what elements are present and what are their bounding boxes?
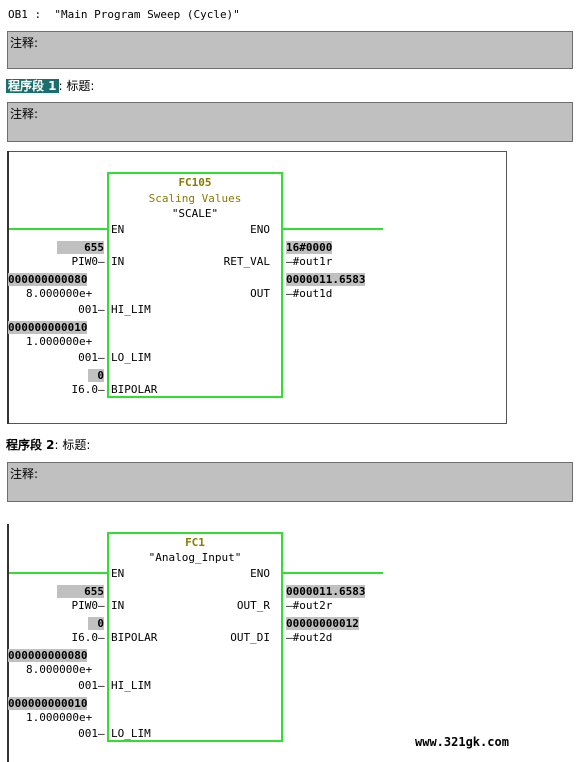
network-2-comment-box[interactable]: 注释: [7,462,573,502]
en-wire [9,572,109,574]
watermark: www.321gk.com [415,735,509,749]
pin-hi-lim: HI_LIM [111,679,151,692]
fc105-number: FC105 [178,176,212,189]
in-value: 655 [57,585,104,598]
pin-ret-val: RET_VAL [223,255,270,268]
comment-label: 注释: [10,107,39,121]
pin-in: IN [111,599,125,612]
power-rail [7,524,9,762]
pin-out-r: OUT_R [236,599,270,612]
ret-val-value: 16#0000 [286,241,333,254]
lo-lim-value: 000000000010 [8,697,88,710]
block-header: OB1 : "Main Program Sweep (Cycle)" [8,8,240,21]
hi-lim-value: 000000000080 [8,649,88,662]
eno-wire [282,228,383,230]
out-operand: #out1d [292,287,333,300]
eno-wire [282,572,383,574]
fc105-block[interactable] [107,172,283,398]
pin-out-di: OUT_DI [230,631,270,644]
hi-lim-value: 000000000080 [8,273,88,286]
pin-hi-lim: HI_LIM [111,303,151,316]
pin-in: IN [111,255,125,268]
fc105-symbol: "SCALE" [171,207,219,220]
hi-lim-operand: 8.000000e+ [26,287,93,300]
hi-lim-operand: 8.000000e+ [26,663,93,676]
out-value: 0000011.6583 [286,273,366,286]
en-wire [9,228,109,230]
fc1-symbol: "Analog_Input" [148,551,242,564]
lo-lim-operand: 1.000000e+ [26,335,93,348]
pin-bipolar: BIPOLAR [111,631,158,644]
ret-val-operand: #out1r [292,255,333,268]
out-di-value: 00000000012 [286,617,359,630]
pin-bipolar: BIPOLAR [111,383,158,396]
pin-en: EN [111,567,125,580]
fc1-block[interactable] [107,532,283,742]
network-1-comment-box[interactable]: 注释: [7,102,573,142]
comment-label: 注释: [10,467,39,481]
hi-lim-exponent: 001 [78,679,98,692]
fc1-number: FC1 [185,536,205,549]
bipolar-operand: I6.0 [71,631,99,644]
lo-lim-exponent: 001 [78,351,98,364]
network-1-label: 程序段 1 [6,79,59,93]
network-2-title-label: : 标题: [54,438,91,452]
bipolar-value: 0 [88,617,104,630]
power-rail [7,151,9,424]
pin-lo-lim: LO_LIM [111,351,151,364]
block-comment-box[interactable]: 注释: [7,31,573,69]
in-operand: PIW0 [71,599,99,612]
in-operand: PIW0 [71,255,99,268]
network-2-header[interactable]: 程序段 2: 标题: [6,438,90,452]
pin-eno: ENO [250,223,270,236]
lo-lim-operand: 1.000000e+ [26,711,93,724]
network-2-label: 程序段 2 [6,438,55,452]
pin-out: OUT [250,287,270,300]
block-name: OB1 : [8,8,42,21]
out-di-operand: #out2d [292,631,333,644]
bipolar-value: 0 [88,369,104,382]
network-1-title-label: : 标题: [58,79,95,93]
hi-lim-exponent: 001 [78,303,98,316]
bipolar-operand: I6.0 [71,383,99,396]
fc105-subtitle: Scaling Values [148,192,242,205]
network-1-header[interactable]: 程序段 1: 标题: [6,79,94,93]
lo-lim-exponent: 001 [78,727,98,740]
lo-lim-value: 000000000010 [8,321,88,334]
out-r-value: 0000011.6583 [286,585,366,598]
pin-en: EN [111,223,125,236]
in-value: 655 [57,241,104,254]
comment-label: 注释: [10,36,39,50]
pin-lo-lim: LO_LIM [111,727,151,740]
out-r-operand: #out2r [292,599,333,612]
block-title: "Main Program Sweep (Cycle)" [54,8,240,21]
pin-eno: ENO [250,567,270,580]
